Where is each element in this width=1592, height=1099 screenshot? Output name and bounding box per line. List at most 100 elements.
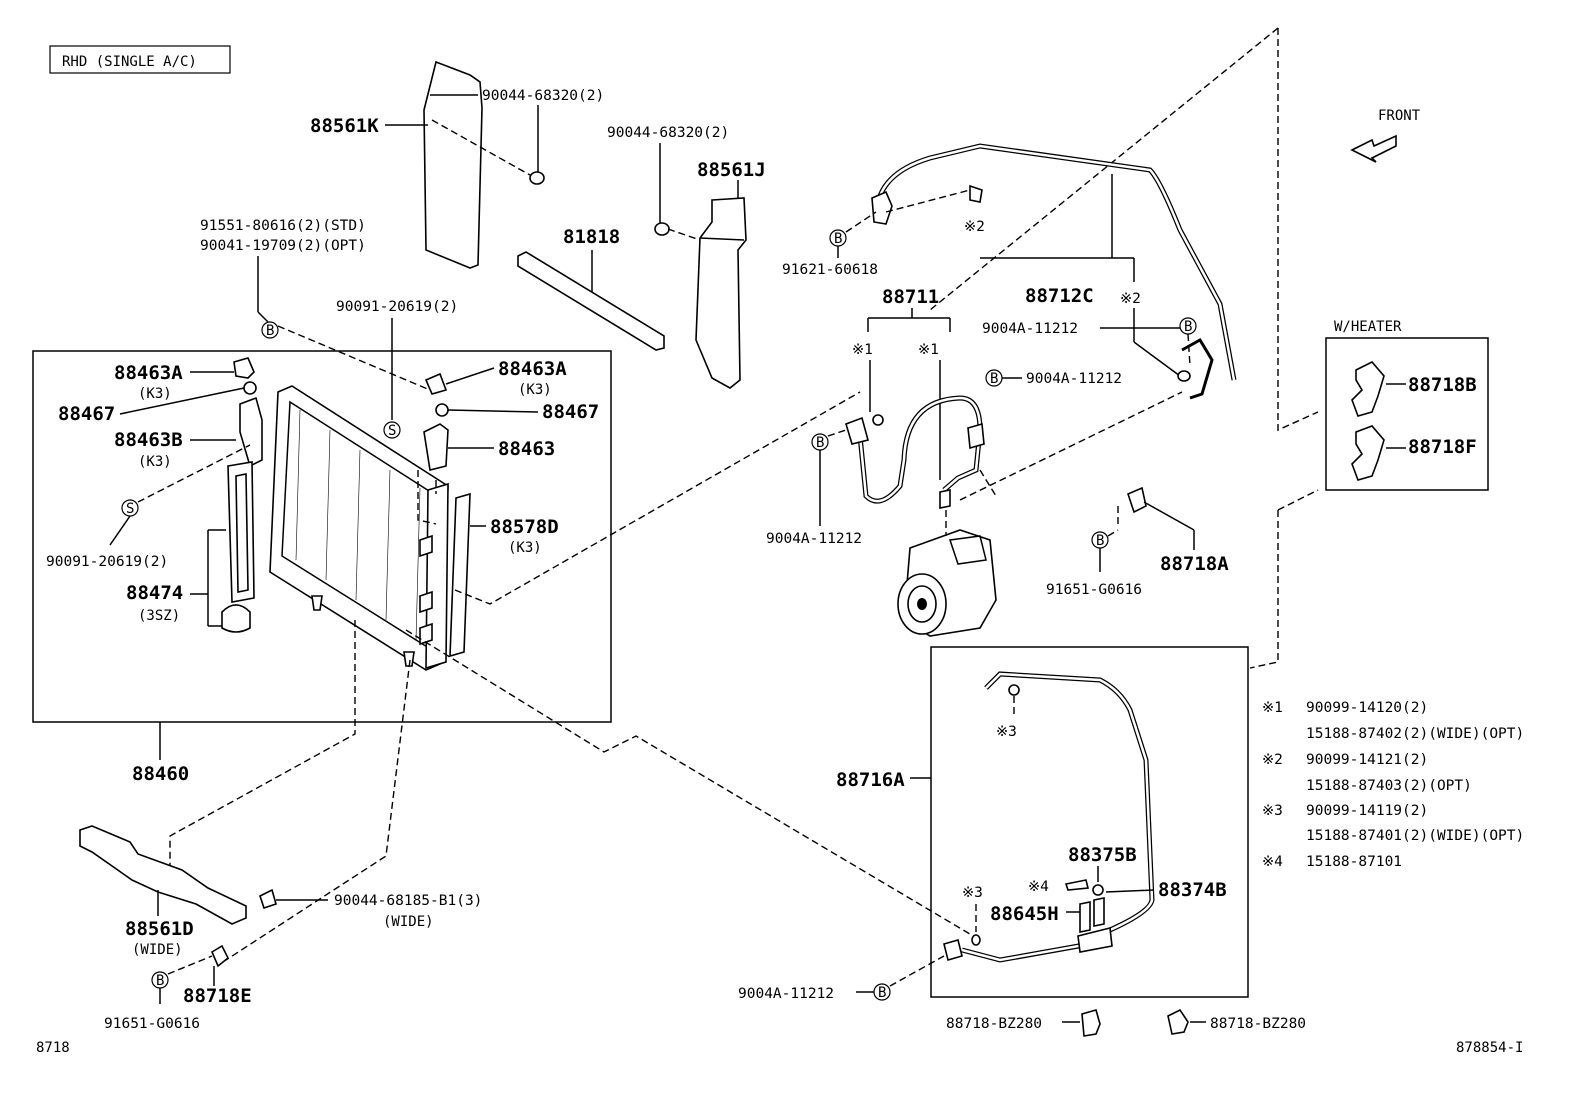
- part-90044-68320-b: 90044-68320(2): [607, 125, 729, 141]
- 88716a-pipe-box: [930, 646, 1249, 998]
- nut-icon: [243, 381, 257, 395]
- clip-icon: [1177, 370, 1191, 382]
- wide-label: (WIDE): [132, 942, 183, 958]
- part-91651-g0616-left: 91651-G0616: [104, 1016, 200, 1032]
- pipe-flange-icon: [871, 190, 893, 225]
- 88561j-seal-panel: [695, 197, 747, 389]
- callout-b-label: B: [834, 231, 842, 247]
- note-1-line-1: 90099-14120(2): [1306, 700, 1428, 716]
- callout-b-label: B: [816, 435, 824, 451]
- clip-icon: [654, 222, 670, 236]
- bolt-icon: [259, 888, 277, 910]
- callout-b: [261, 321, 279, 339]
- part-90091-20619-top: 90091-20619(2): [336, 299, 458, 315]
- callout-b-label: B: [878, 985, 886, 1001]
- 88561d-seal-bracket: [79, 825, 247, 925]
- ac-compressor: [897, 529, 997, 637]
- part-88467-left: 88467: [58, 403, 115, 425]
- 88718b-clamp: [1351, 361, 1385, 417]
- part-88463b: 88463B: [114, 429, 183, 451]
- part-88375b: 88375B: [1068, 844, 1137, 866]
- heater-clamp-box: [1325, 337, 1489, 491]
- k3-label: (K3): [138, 454, 172, 470]
- note-1-line-2: 15188-87402(2)(WIDE)(OPT): [1306, 726, 1524, 742]
- 88474-grommet: [221, 604, 251, 633]
- note-3-line-1: 90099-14119(2): [1306, 803, 1428, 819]
- part-88711: 88711: [882, 286, 939, 308]
- part-88718b: 88718B: [1408, 374, 1477, 396]
- mark-2b: ※2: [1120, 291, 1141, 307]
- 81818-seal-bar: [517, 251, 665, 351]
- note-3-mark: ※3: [1262, 803, 1283, 819]
- part-88474: 88474: [126, 582, 183, 604]
- 88718a-clamp: [1127, 486, 1147, 514]
- 88463a-bracket-left: [233, 357, 255, 379]
- part-91551-80616: 91551-80616(2)(STD): [200, 218, 366, 234]
- part-88718e: 88718E: [183, 985, 252, 1007]
- callout-s-label: S: [126, 501, 134, 517]
- mark-3b: ※3: [962, 885, 983, 901]
- 88463a-bracket-right: [424, 372, 448, 395]
- note-4-mark: ※4: [1262, 854, 1283, 870]
- callout-s-label: S: [388, 423, 396, 439]
- part-88463a-left: 88463A: [114, 362, 183, 384]
- mark-3a: ※3: [996, 724, 1017, 740]
- callout-s: [383, 421, 401, 439]
- 88718-bz280-clamp-left: [1081, 1009, 1101, 1037]
- note-2-line-1: 90099-14121(2): [1306, 752, 1428, 768]
- part-90091-20619-left: 90091-20619(2): [46, 554, 168, 570]
- part-88718-bz280-right: 88718-BZ280: [1210, 1016, 1306, 1032]
- mark-4: ※4: [1028, 879, 1049, 895]
- footer-right: 878854-I: [1456, 1040, 1523, 1056]
- part-91651-g0616-right: 91651-G0616: [1046, 582, 1142, 598]
- 88718e-clamp: [210, 944, 230, 968]
- part-88374b: 88374B: [1158, 879, 1227, 901]
- part-88716a: 88716A: [836, 769, 905, 791]
- part-88718a: 88718A: [1160, 553, 1229, 575]
- clip-icon: [529, 171, 545, 185]
- note-2-mark: ※2: [1262, 752, 1283, 768]
- part-9004a-11212-2: 9004A-11212: [1026, 371, 1122, 387]
- callout-b-label: B: [1184, 319, 1192, 335]
- part-88463a-right: 88463A: [498, 358, 567, 380]
- part-90044-68185-b1: 90044-68185-B1(3): [334, 893, 482, 909]
- footer-left: 8718: [36, 1040, 70, 1056]
- rhd-label: RHD (SINGLE A/C): [62, 54, 197, 70]
- note-4-line-1: 15188-87101: [1306, 854, 1402, 870]
- part-88561j: 88561J: [697, 159, 766, 181]
- rhd-label-box: [49, 45, 231, 74]
- callout-b: [873, 983, 891, 1001]
- part-88645h: 88645H: [990, 903, 1059, 925]
- part-88561k: 88561K: [310, 115, 379, 137]
- mark-2a: ※2: [964, 219, 985, 235]
- part-88467-right: 88467: [542, 401, 599, 423]
- part-88460: 88460: [132, 763, 189, 785]
- 88718-bz280-clamp-right: [1167, 1008, 1189, 1035]
- part-90041-19709: 90041-19709(2)(OPT): [200, 238, 366, 254]
- part-9004a-11212-4: 9004A-11212: [738, 986, 834, 1002]
- part-88718-bz280-left: 88718-BZ280: [946, 1016, 1042, 1032]
- part-88578d: 88578D: [490, 516, 559, 538]
- part-81818: 81818: [563, 226, 620, 248]
- part-88718f: 88718F: [1408, 436, 1477, 458]
- 3sz-label: (3SZ): [138, 608, 180, 624]
- front-label: FRONT: [1378, 108, 1421, 124]
- mark-1b: ※1: [918, 342, 939, 358]
- 88718f-clamp: [1351, 425, 1385, 481]
- front-arrow-icon: [1350, 134, 1397, 163]
- part-90044-68320-a: 90044-68320(2): [482, 88, 604, 104]
- part-88712c: 88712C: [1025, 285, 1094, 307]
- callout-b-label: B: [1096, 533, 1104, 549]
- k3-label: (K3): [508, 540, 542, 556]
- notes-legend: ※1 90099-14120(2) 15188-87402(2)(WIDE)(O…: [1262, 700, 1524, 870]
- callout-b-label: B: [266, 323, 274, 339]
- 88474-seal-strip: [227, 461, 255, 603]
- part-91621-60618: 91621-60618: [782, 262, 878, 278]
- 88561k-seal-panel: [423, 60, 483, 269]
- nut-icon: [435, 403, 449, 417]
- 88463-bracket: [423, 423, 449, 471]
- heater-box-label: W/HEATER: [1334, 319, 1402, 335]
- part-9004a-11212-3: 9004A-11212: [766, 531, 862, 547]
- callout-b-label: B: [990, 371, 998, 387]
